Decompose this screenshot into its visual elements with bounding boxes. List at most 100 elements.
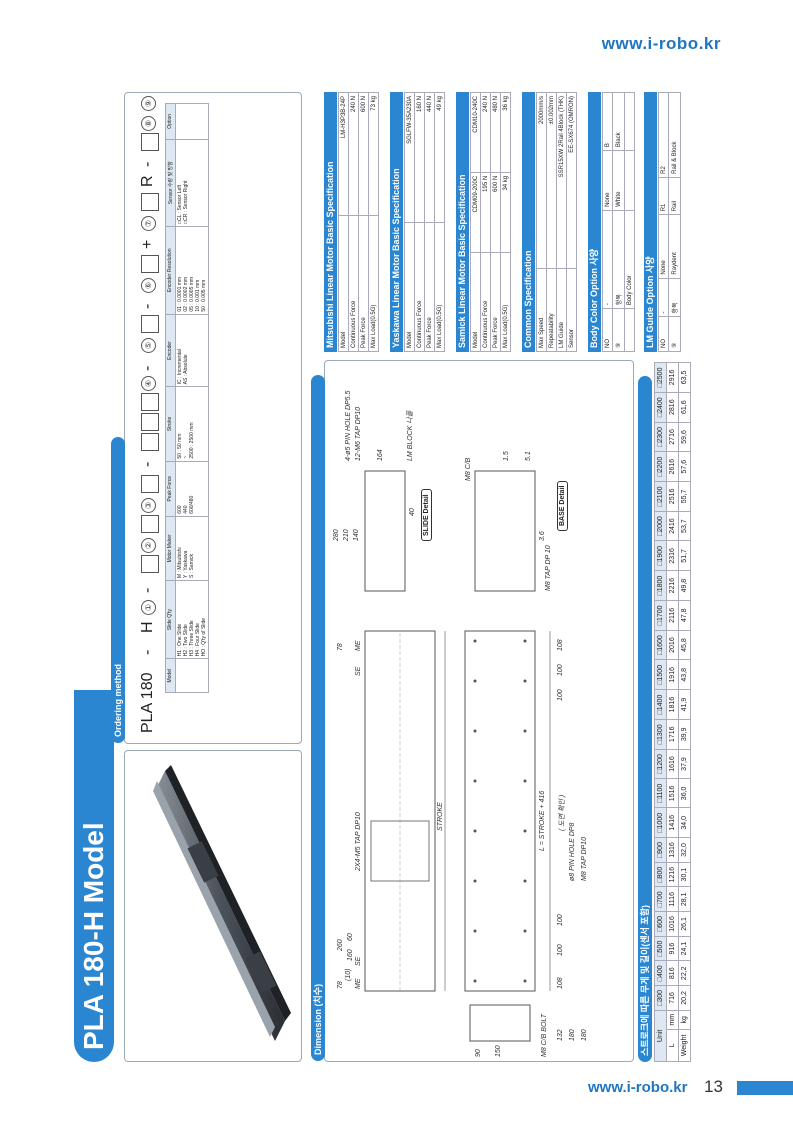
weight-stroke-cell: □700 (654, 886, 667, 912)
order-box-8[interactable] (141, 133, 159, 151)
cell-peak-force: 600 440 600/480 (175, 461, 209, 517)
spec-key: Model (470, 252, 481, 352)
rotated-spec-sheet: PLA 180-H Model Ordering method PLA 180 … (52, 92, 702, 1062)
spec-value: 2000mm/s (536, 92, 547, 269)
col-slide-qty: Slide Q'ty (165, 580, 176, 659)
cell-sensor: □CL : Sensor Left □CR : Sensor Right (175, 139, 209, 227)
col-model: Model (165, 658, 176, 693)
end-profile (469, 1004, 531, 1042)
label-108-left: 108 (557, 977, 564, 989)
weight-stroke-cell: □2100 (654, 481, 667, 512)
cell-encoder-resolution: 01 : 0.0001 mm 02 : 0.0002 mm 05 : 0.000… (175, 226, 209, 315)
weight-stroke-cell: □2200 (654, 451, 667, 482)
weight-stroke-cell: □1200 (654, 749, 667, 779)
site-url-top[interactable]: www.i-robo.kr (601, 34, 721, 53)
label-100-c: 100 (557, 689, 564, 701)
lm-cell: 항목 (668, 278, 681, 317)
order-box-6[interactable] (141, 255, 159, 273)
actuator-front-view (464, 630, 536, 992)
lm-cell: Rail (668, 177, 681, 215)
col-sensor: Sensor 수량 및 방향 (165, 139, 176, 227)
order-box-5[interactable] (141, 315, 159, 333)
weight-kg-cell: 59,6 (678, 422, 691, 452)
weight-section: 스트로크에 따른 무게 및 길이(센서 포함) Unit □300□400□50… (638, 362, 698, 1062)
weight-length-cell: 916 (666, 936, 679, 961)
weight-length-cell: 2816 (666, 392, 679, 423)
bc-cell: B (602, 92, 613, 151)
sensor-opt-2: □CR : Sensor Right (183, 180, 189, 224)
weight-heading-text: 스트로크에 따른 무게 및 길이(센서 포함) (640, 905, 650, 1056)
order-box-3[interactable] (141, 515, 159, 533)
order-box-2[interactable] (141, 555, 159, 573)
label-3-6: 3.6 (539, 531, 546, 541)
order-box-4a[interactable] (141, 433, 159, 451)
label-pin-hole8: ø8 PIN HOLE DP8 (569, 822, 576, 881)
label-se-left: SE (355, 956, 362, 966)
order-num-1: ① (141, 600, 156, 615)
weight-kg-cell: 22,2 (678, 960, 691, 986)
weight-kg-cell: 57,6 (678, 451, 691, 482)
label-60: 60 (347, 933, 354, 941)
label-180-a: 180 (569, 1029, 576, 1041)
weight-kg-cell: 26,1 (678, 911, 691, 937)
ordering-items-row: H1 : One Slide H2 : Two Slide H3 : Three… (175, 103, 209, 693)
weight-kg-cell: 30,1 (678, 862, 691, 887)
spec-value: 195 N (480, 172, 491, 253)
label-me-right: ME (355, 640, 362, 652)
site-url-footer[interactable]: www.i-robo.kr (588, 1079, 688, 1096)
order-plus: + (139, 239, 156, 249)
order-box-4c[interactable] (141, 393, 159, 411)
spec-value: 600 N (490, 172, 501, 253)
body-color-title: Body Color Option 사양 (588, 92, 601, 352)
order-box-7[interactable] (141, 193, 159, 211)
weight-length-cell: 1016 (666, 911, 679, 937)
weight-length-cell: 2716 (666, 422, 679, 452)
col-motor-maker: Motor Maker (165, 516, 176, 581)
weight-stroke-cell: □2500 (654, 362, 667, 393)
spec-key: Max Speed (536, 268, 547, 352)
spec-value: LM-H3P3B-24P (338, 92, 349, 216)
weight-stroke-cell: □900 (654, 837, 667, 863)
label-m8-tap-base: M8 TAP DP 10 (545, 545, 552, 591)
lm-cell: R1 (658, 177, 669, 215)
cell-model (175, 658, 209, 693)
label-100-d: 100 (557, 664, 564, 676)
product-image-frame (124, 750, 302, 1062)
actuator-render (153, 765, 291, 1041)
dimension-heading: Dimension (치수) (311, 375, 325, 1061)
lm-guide-title: LM Guide Option 사양 (644, 92, 657, 352)
weight-length-cell: 1716 (666, 719, 679, 750)
weight-unit-cell: Unit (654, 1010, 667, 1062)
label-90: 90 (475, 1049, 482, 1057)
weight-stroke-cell: □2300 (654, 422, 667, 452)
spec-value: 34 kg (500, 172, 511, 253)
spec-key: Sensor (566, 268, 577, 352)
weight-kg-cell: 53,7 (678, 511, 691, 541)
order-r: R (139, 175, 156, 187)
lm-cell: Rail & Block (668, 92, 681, 178)
spec-key: Peak Force (424, 222, 435, 352)
spec-key: Max Load(0.5G) (500, 252, 511, 352)
spec-key: Continuous Force (348, 215, 359, 352)
order-box-4b[interactable] (141, 413, 159, 431)
slide-opt-5: HO : Q'ty of Slide (201, 617, 207, 657)
weight-kg-cell: 43,8 (678, 659, 691, 690)
weight-kg-cell: 28,1 (678, 886, 691, 912)
spec-value-2: 240 N (480, 92, 491, 173)
weight-kg-cell: 51,7 (678, 541, 691, 571)
weight-stroke-cell: □2400 (654, 392, 667, 423)
label-100-b: 100 (557, 914, 564, 926)
order-box-3b[interactable] (141, 475, 159, 493)
lm-cell: ⑨ (668, 317, 681, 352)
weight-heading: 스트로크에 따른 무게 및 길이(센서 포함) (638, 376, 652, 1062)
slide-detail-outline (364, 470, 406, 592)
